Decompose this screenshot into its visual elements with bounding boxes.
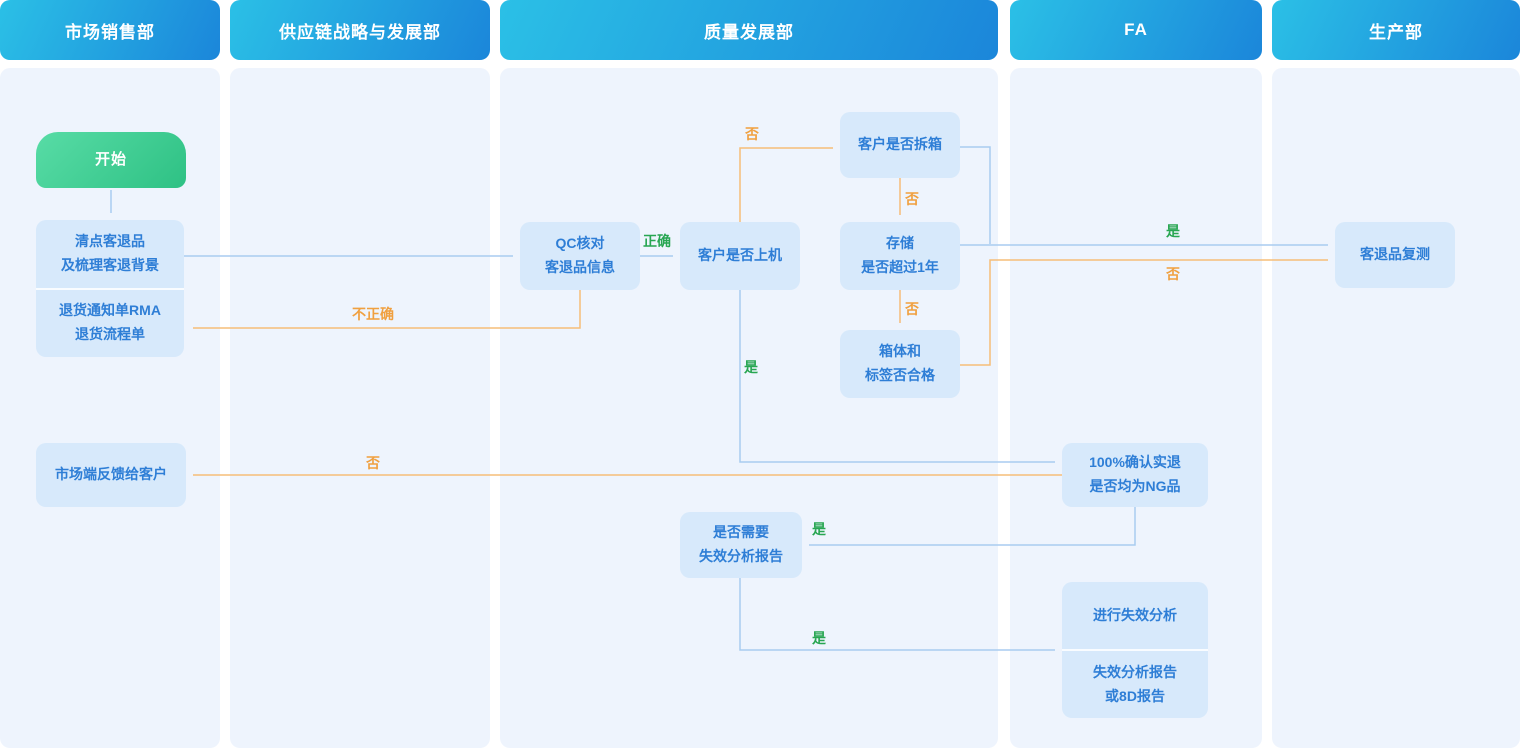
node-inventory-returns: 清点客退品 及梳理客退背景 xyxy=(36,220,184,288)
node-label-line: QC核对 xyxy=(555,235,605,252)
node-start: 开始 xyxy=(36,132,186,188)
node-retest: 客退品复测 xyxy=(1335,222,1455,288)
node-label: 客户是否上机 xyxy=(698,247,782,264)
edge-label-storage-no: 否 xyxy=(905,301,919,317)
node-rma-notice: 退货通知单RMA 退货流程单 xyxy=(36,290,184,358)
edge-label-need-fa-yes: 是 xyxy=(812,630,826,646)
lane-header-production: 生产部 xyxy=(1272,0,1520,60)
edge-label-on-machine-yes: 是 xyxy=(744,359,758,375)
lane-panel-supply-chain xyxy=(230,68,490,748)
lane-header-marketing-sales: 市场销售部 xyxy=(0,0,220,60)
lane-title: 生产部 xyxy=(1369,22,1423,42)
node-label-line: 或8D报告 xyxy=(1105,687,1165,704)
lane-header-supply-chain: 供应链战略与发展部 xyxy=(230,0,490,60)
node-label-line: 退货流程单 xyxy=(75,326,145,343)
edge-label-storage-yes: 是 xyxy=(1166,223,1180,239)
lane-title: 质量发展部 xyxy=(704,22,794,42)
lane-panel-production xyxy=(1272,68,1520,748)
node-label-line: 100%确认实退 xyxy=(1089,454,1181,471)
edge-label-on-machine-no: 否 xyxy=(745,126,759,142)
node-label-line: 客退品信息 xyxy=(545,259,615,275)
node-fa-group: 进行失效分析 失效分析报告 或8D报告 xyxy=(1062,582,1208,718)
node-label-line: 标签否合格 xyxy=(865,367,935,383)
node-label-line: 清点客退品 xyxy=(75,232,145,249)
node-divider xyxy=(1062,649,1208,651)
node-label-line: 及梳理客退背景 xyxy=(61,256,159,273)
lane-title: 供应链战略与发展部 xyxy=(279,22,441,42)
lane-title: FA xyxy=(1124,20,1148,39)
node-label: 进行失效分析 xyxy=(1093,606,1177,623)
node-divider xyxy=(36,287,184,290)
edge-label-unboxed-no: 否 xyxy=(905,191,919,207)
node-label-line: 退货通知单RMA xyxy=(59,302,161,319)
node-feedback-customer: 市场端反馈给客户 xyxy=(36,443,186,507)
node-customer-on-machine: 客户是否上机 xyxy=(680,222,800,290)
node-confirm-ng: 100%确认实退 是否均为NG品 xyxy=(1062,443,1208,507)
lane-header-quality: 质量发展部 xyxy=(500,0,998,60)
node-label: 客户是否拆箱 xyxy=(858,136,942,153)
node-label-line: 存储 xyxy=(886,235,914,252)
node-qc-verify: QC核对 客退品信息 xyxy=(520,222,640,290)
node-label-line: 是否需要 xyxy=(713,524,769,541)
lane-title: 市场销售部 xyxy=(65,22,155,42)
lane-header-fa: FA xyxy=(1010,0,1262,60)
edge-label-confirm-yes: 是 xyxy=(812,521,826,537)
node-label-line: 是否均为NG品 xyxy=(1089,478,1181,494)
node-label-line: 失效分析报告 xyxy=(699,548,783,564)
edge-label-box-label-no: 否 xyxy=(1166,266,1180,282)
node-inventory-rma-group: 清点客退品 及梳理客退背景 退货通知单RMA 退货流程单 xyxy=(36,220,184,357)
node-storage-over-1yr: 存储 是否超过1年 xyxy=(840,222,960,290)
node-label-line: 失效分析报告 xyxy=(1093,663,1177,680)
edge-label-correct: 正确 xyxy=(643,233,671,249)
edge-label-confirm-no: 否 xyxy=(366,455,380,471)
edge-label-incorrect: 不正确 xyxy=(352,306,394,322)
node-need-fa-report: 是否需要 失效分析报告 xyxy=(680,512,802,578)
node-perform-fa: 进行失效分析 xyxy=(1062,582,1208,649)
node-label: 客退品复测 xyxy=(1360,246,1430,263)
node-customer-unboxed: 客户是否拆箱 xyxy=(840,112,960,178)
node-label: 开始 xyxy=(94,151,127,169)
node-label: 市场端反馈给客户 xyxy=(55,466,167,483)
node-label-line: 是否超过1年 xyxy=(861,259,939,275)
node-fa-report: 失效分析报告 或8D报告 xyxy=(1062,651,1208,718)
node-label-line: 箱体和 xyxy=(879,343,921,360)
node-box-label-qualified: 箱体和 标签否合格 xyxy=(840,330,960,398)
